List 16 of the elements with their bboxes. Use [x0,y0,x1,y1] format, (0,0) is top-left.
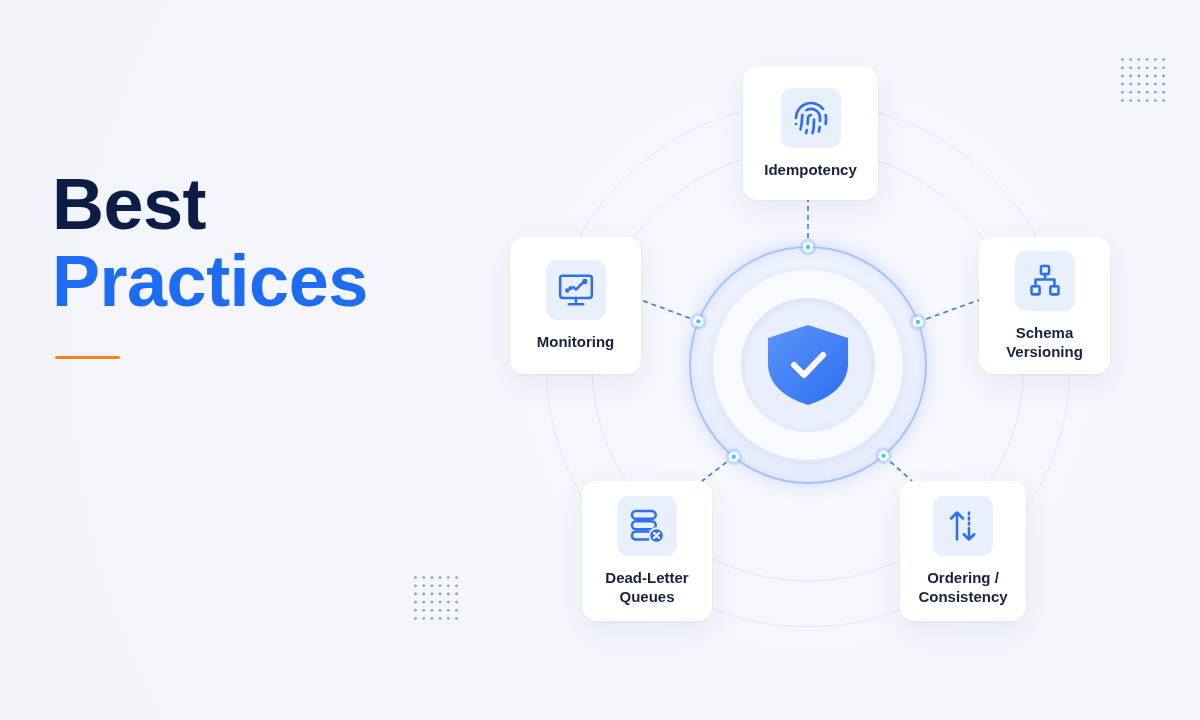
dashed-connector [799,199,817,256]
card-label: Ordering / Consistency [917,568,1009,606]
practice-card [743,67,878,200]
practice-card [979,237,1110,374]
dashed-connector [909,299,980,331]
dashed-connector [640,299,707,330]
dashed-connector [875,447,913,482]
dashed-connector [701,448,743,482]
card-label: Monitoring [536,332,615,351]
card-label: Schema Versioning [1005,322,1084,361]
practice-card [510,237,641,374]
card-label: Dead-Letter Queues [604,568,690,606]
card-label: Idempotency [764,160,857,179]
practice-card [900,481,1026,621]
title: Best Practices [52,166,368,320]
practice-card [582,481,712,621]
